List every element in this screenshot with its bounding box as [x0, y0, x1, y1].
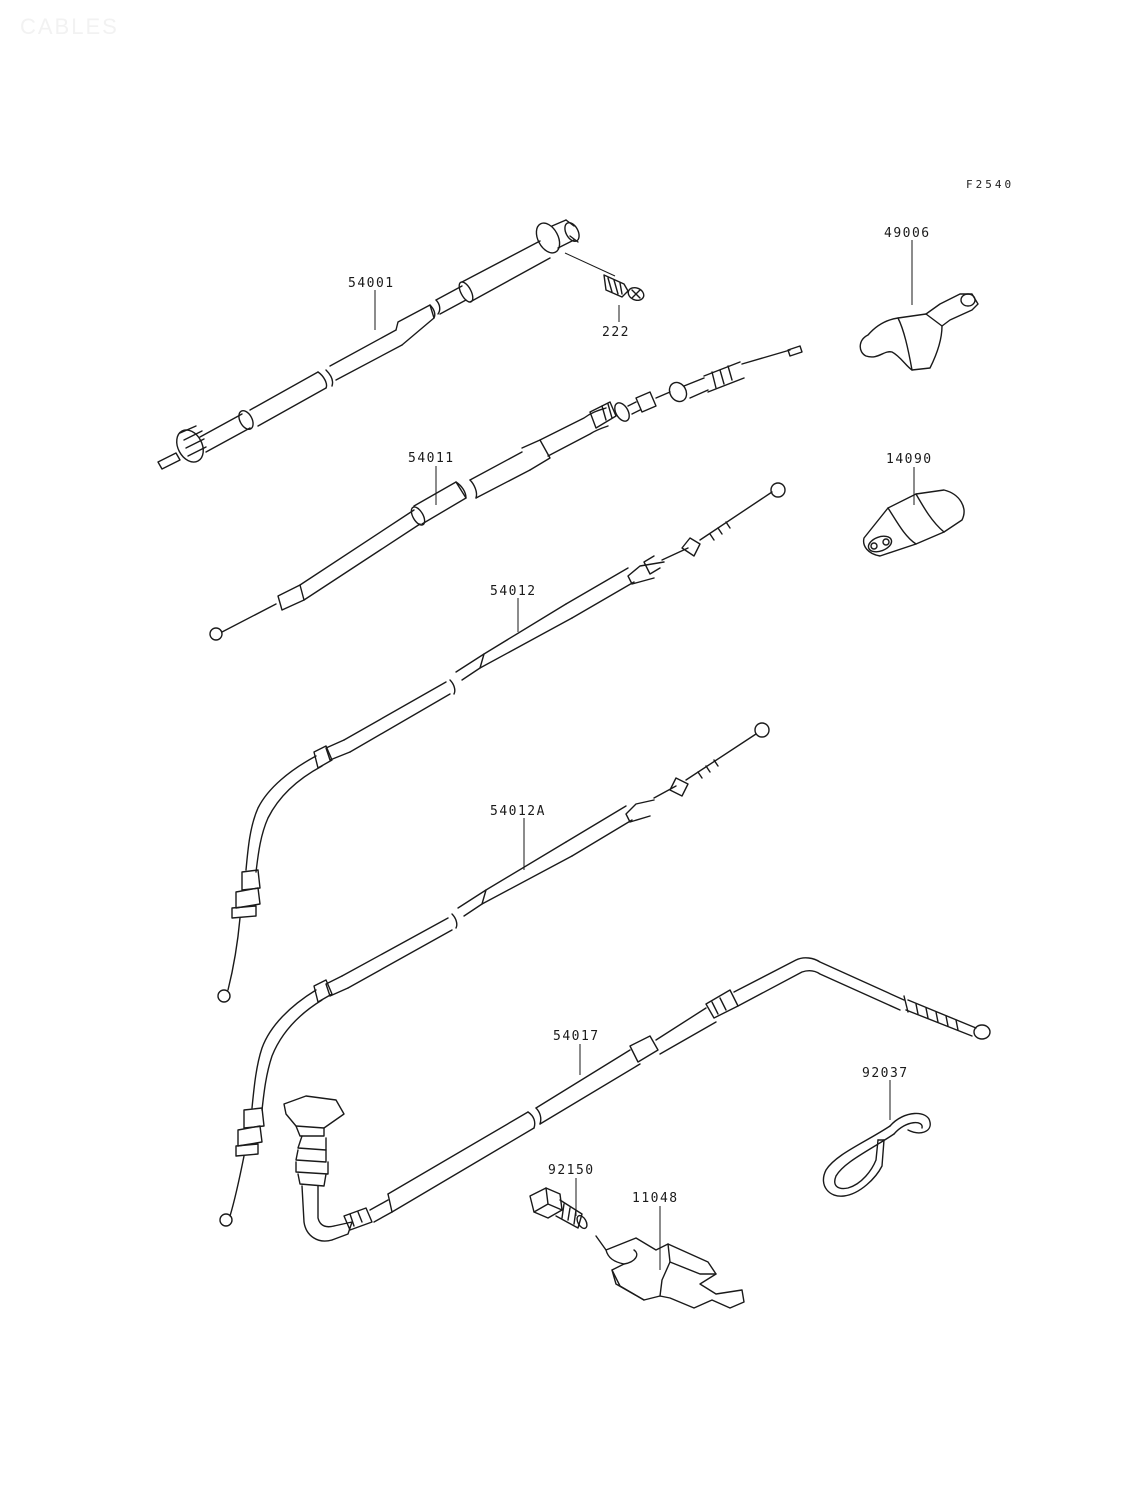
speedometer-cable-54001 — [157, 219, 645, 470]
cable-cover-49006 — [859, 293, 979, 371]
figure-code: F2540 — [966, 178, 1015, 191]
clamp-92037 — [822, 1112, 931, 1197]
callout-14090: 14090 — [886, 452, 933, 467]
cable-54011 — [209, 345, 803, 641]
callout-92150: 92150 — [548, 1163, 595, 1178]
cable-54012 — [217, 482, 786, 1003]
page-title: CABLES — [20, 14, 119, 39]
callout-49006: 49006 — [884, 226, 931, 241]
callout-92037: 92037 — [862, 1066, 909, 1081]
bracket-11048 — [595, 1235, 745, 1309]
callout-222: 222 — [602, 325, 630, 340]
callout-54001: 54001 — [348, 276, 395, 291]
callout-54012A: 54012A — [490, 804, 546, 819]
cable-54012A — [219, 722, 770, 1227]
callout-54017: 54017 — [553, 1029, 600, 1044]
cable-54017 — [283, 957, 991, 1242]
callout-54011: 54011 — [408, 451, 455, 466]
leader-222 — [564, 252, 616, 277]
bolt-92150 — [529, 1187, 588, 1230]
callout-54012: 54012 — [490, 584, 537, 599]
callout-11048: 11048 — [632, 1191, 679, 1206]
cap-14090 — [862, 489, 965, 557]
